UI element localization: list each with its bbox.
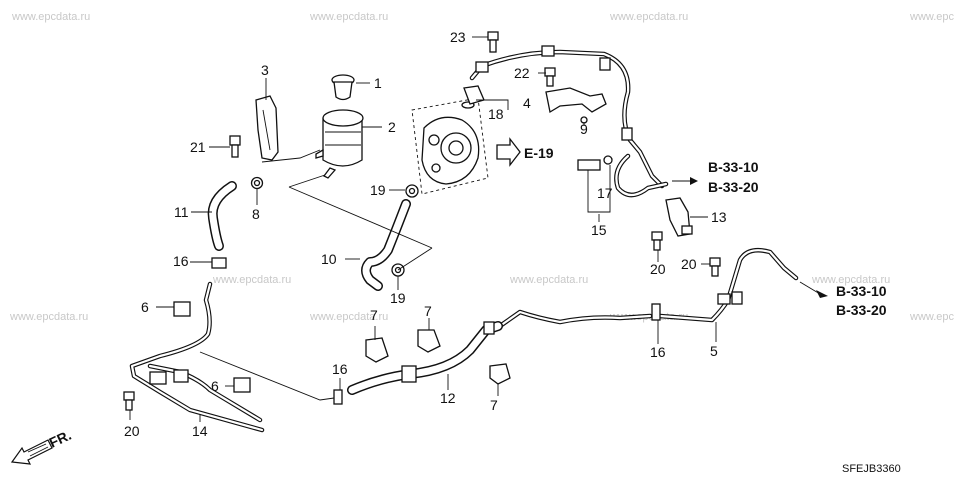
front-label: FR. [47,427,74,451]
ref-b33-10-lower: B-33-10 [836,283,887,299]
part-6-clamp-upper[interactable] [173,301,191,317]
watermark: www.epcdata.ru [11,11,90,23]
label-9: 9 [580,121,588,137]
part-13-bracket[interactable] [665,197,693,237]
part-10-hose[interactable] [361,199,411,291]
part-2-reservoir-tank[interactable] [315,109,364,179]
watermark: www.epcdata.ru [609,11,688,23]
label-7c: 7 [490,397,498,413]
ref-b33-upper[interactable]: B-33-10 B-33-20 [672,159,759,195]
watermark: www.epcdata.ru [9,311,88,323]
part-16-clamp-bottom[interactable] [333,389,343,405]
label-16a: 16 [173,253,189,269]
ref-b33-20-lower: B-33-20 [836,302,887,318]
ref-e19-label: E-19 [524,145,554,161]
label-14: 14 [192,423,208,439]
label-19b: 19 [390,290,406,306]
label-10: 10 [321,251,337,267]
part-18-seal[interactable] [461,85,485,109]
label-20b: 20 [650,261,666,277]
watermark-partial: www.epc [909,11,955,23]
label-19a: 19 [370,182,386,198]
label-12: 12 [440,390,456,406]
label-8: 8 [252,206,260,222]
part-20-bolt-upper[interactable] [651,231,663,251]
label-4: 4 [523,95,531,111]
part-6-clamp-lower[interactable] [233,377,251,393]
label-21: 21 [190,139,206,155]
part-20-bolt-right[interactable] [709,257,721,277]
ref-b33-lower[interactable]: B-33-10 B-33-20 [799,281,887,318]
leader-lines [129,36,717,422]
ref-b33-10-upper: B-33-10 [708,159,759,175]
label-15: 15 [591,222,607,238]
part-22-bolt[interactable] [544,67,556,87]
label-11: 11 [174,204,189,220]
label-17: 17 [597,185,613,201]
label-5: 5 [710,343,718,359]
label-2: 2 [388,119,396,135]
part-17-sensor[interactable] [577,155,613,171]
part-7-clip-a[interactable] [365,337,389,363]
label-7a: 7 [370,307,378,323]
label-18: 18 [488,106,504,122]
power-steering-pump[interactable] [411,97,489,195]
part-5-pipe[interactable] [657,248,799,323]
watermark: www.epcdata.ru [309,11,388,23]
diagram-code: SFEJB3360 [842,463,901,475]
part-16-clamp-right[interactable] [651,303,661,321]
part-7-clip-c[interactable] [489,363,511,385]
front-direction-arrow: FR. [10,427,74,465]
part-16-clamp-top-left[interactable] [211,257,227,269]
label-20c: 20 [681,256,697,272]
label-6a: 6 [141,299,149,315]
label-22: 22 [514,65,530,81]
part-14-cooler-pipe[interactable] [129,281,265,433]
part-21-bolt[interactable] [229,135,241,158]
watermarks: www.epcdata.ru www.epcdata.ru www.epcdat… [9,11,955,323]
label-3: 3 [261,62,269,78]
ref-b33-20-upper: B-33-20 [708,179,759,195]
label-23: 23 [450,29,466,45]
part-1-reservoir-cap[interactable] [331,74,355,101]
watermark: www.epcdata.ru [212,274,291,286]
part-9-bracket[interactable] [545,87,607,124]
label-16c: 16 [650,344,666,360]
label-16b: 16 [332,361,348,377]
watermark: www.epcdata.ru [509,274,588,286]
watermark: www.epcdata.ru [811,274,890,286]
pressure-line-loop[interactable] [614,153,669,198]
ref-e19[interactable]: E-19 [496,137,554,167]
watermark: www.epcdata.ru [309,311,388,323]
label-20a: 20 [124,423,140,439]
label-13: 13 [711,209,727,225]
part-8-clamp[interactable] [250,176,264,190]
label-7b: 7 [424,303,432,319]
label-1: 1 [374,75,382,91]
part-labels: 1 2 3 4 5 6 6 7 7 7 8 9 10 11 12 13 14 1… [124,29,727,439]
part-20-bolt-lower-left[interactable] [123,391,135,411]
part-12-return-line[interactable] [347,309,653,395]
part-7-clip-b[interactable] [417,329,441,353]
label-6b: 6 [211,378,219,394]
watermark-partial: www.epc [909,311,955,323]
part-19-clamp-upper[interactable] [405,184,419,198]
part-11-hose[interactable] [207,181,237,251]
part-23-bolt[interactable] [487,31,499,53]
high-pressure-line-upper[interactable] [469,45,665,189]
part-3-bracket[interactable] [255,95,279,161]
